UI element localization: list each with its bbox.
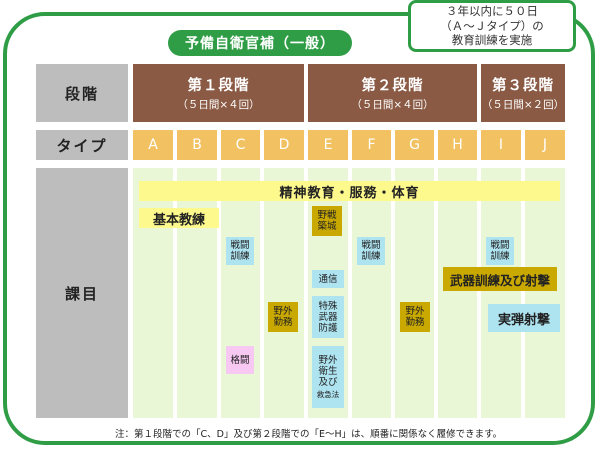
sento-i-text: 戦闘訓練	[490, 240, 510, 262]
type-a: A	[133, 130, 173, 160]
type-h: H	[438, 130, 477, 160]
subject-sento-kunren-c: 戦闘訓練	[226, 237, 254, 265]
stage-2-header: 第２段階 （５日間×４回）	[308, 64, 477, 122]
subject-column-a	[133, 168, 173, 418]
title-pill: 予備自衛官補（一般）	[168, 30, 352, 56]
callout-line-2: （Ａ～Ｊタイプ）の	[440, 18, 544, 33]
stage-1-title: 第１段階	[187, 78, 250, 94]
subject-column-h	[438, 168, 477, 418]
subject-tsushin: 通信	[312, 270, 344, 288]
kyukyuho-text: 救急法	[316, 389, 340, 399]
subject-column-f	[352, 168, 391, 418]
row-label-type: タイプ	[36, 130, 128, 160]
subject-sento-kunren-f: 戦闘訓練	[357, 237, 385, 265]
stage-2-title: 第２段階	[361, 78, 424, 94]
stage-1-sub: （５日間×４回）	[177, 99, 260, 111]
subject-yasen-chikujo: 野戦築城	[312, 206, 342, 236]
row-label-subject: 課目	[36, 168, 128, 418]
subject-sento-kunren-i: 戦闘訓練	[486, 237, 514, 265]
subject-column-g	[395, 168, 434, 418]
row-label-stage: 段階	[36, 64, 128, 122]
type-g: G	[395, 130, 434, 160]
sento-f-text: 戦闘訓練	[361, 240, 381, 262]
callout-line-3: 教育訓練を実施	[451, 33, 533, 48]
type-j: J	[525, 130, 565, 160]
type-i: I	[481, 130, 521, 160]
subject-kakuto: 格闘	[226, 346, 254, 374]
subject-yagai-eisei: 野外衛生及び 救急法	[312, 346, 344, 408]
stage-3-title: 第３段階	[492, 78, 554, 94]
stage-3-sub: （５日間×２回）	[481, 99, 565, 111]
subject-buki-kunren-shageki: 武器訓練及び射撃	[443, 267, 557, 291]
callout-line-1: ３年以内に５０日	[446, 4, 538, 19]
stage-1-header: 第１段階 （５日間×４回）	[133, 64, 304, 122]
type-f: F	[352, 130, 391, 160]
subject-column-d	[264, 168, 304, 418]
callout-box: ３年以内に５０日 （Ａ～Ｊタイプ）の 教育訓練を実施	[408, 0, 576, 52]
yagai-eisei-text: 野外衛生及び	[318, 354, 338, 388]
stage-2-sub: （５日間×４回）	[351, 99, 434, 111]
subject-band-seishin: 精神教育・服務・体育	[139, 181, 560, 201]
subject-column-i	[481, 168, 521, 418]
yagai-kinmu-g-text: 野外勤務	[405, 306, 425, 328]
subject-yagai-kinmu-g: 野外勤務	[400, 302, 430, 332]
type-e: E	[308, 130, 348, 160]
type-d: D	[264, 130, 304, 160]
tokushu-text: 特殊武器防護	[318, 300, 338, 334]
subject-column-c	[221, 168, 260, 418]
subject-jitsudan-shageki: 実弾射撃	[488, 304, 560, 332]
type-c: C	[221, 130, 260, 160]
subject-kihon-kyoren: 基本教練	[139, 208, 219, 228]
subject-column-b	[177, 168, 217, 418]
footnote: 注：第１段階での「C、D」及び第２段階での「E～H」は、順番に関係なく履修できま…	[115, 429, 503, 440]
yasen-chikujo-text: 野戦築城	[317, 210, 337, 232]
type-b: B	[177, 130, 217, 160]
yagai-kinmu-d-text: 野外勤務	[273, 306, 293, 328]
subject-column-j	[525, 168, 565, 418]
subject-tokushu-buki-bogo: 特殊武器防護	[312, 296, 344, 338]
subject-yagai-kinmu-d: 野外勤務	[268, 302, 298, 332]
stage-3-header: 第３段階 （５日間×２回）	[481, 64, 565, 122]
sento-c-text: 戦闘訓練	[230, 240, 250, 262]
